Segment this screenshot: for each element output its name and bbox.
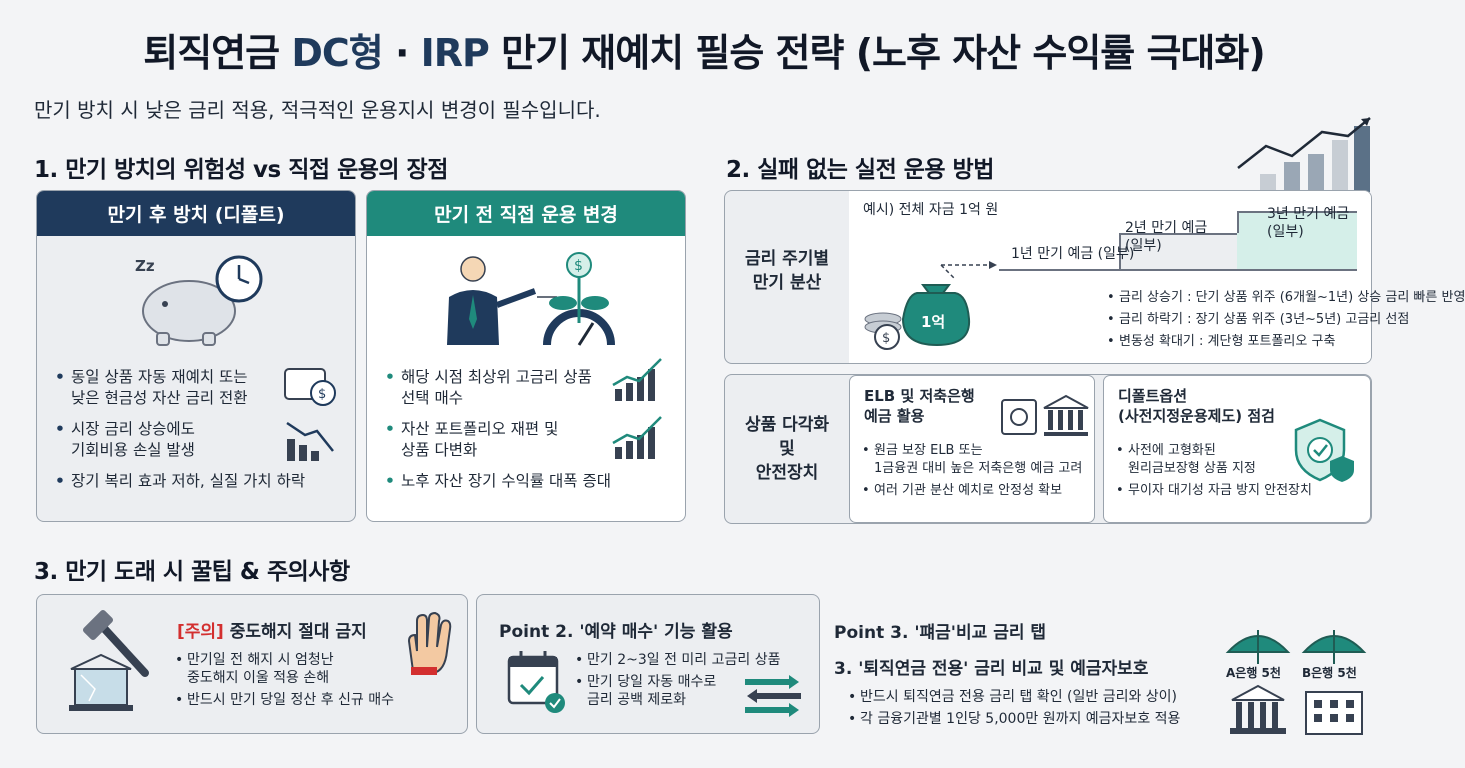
step-divider <box>1119 233 1121 269</box>
point3-bullets: 반드시 퇴직연금 전용 금리 탭 확인 (일반 금리와 상이) 각 금융기관별 … <box>848 688 1228 732</box>
default-card-header: 만기 후 방치 (디폴트) <box>37 191 355 236</box>
elb-bullets: 원금 보장 ELB 또는 1금융권 대비 높은 저축은행 예금 고려 여러 기관… <box>862 442 1094 504</box>
list-item: 원금 보장 ELB 또는 1금융권 대비 높은 저축은행 예금 고려 <box>862 442 1094 478</box>
elb-title: ELB 및 저축은행 예금 활용 <box>864 387 975 425</box>
bag-label: 1억 <box>921 313 945 331</box>
subtitle: 만기 방치 시 낮은 금리 적용, 적극적인 운용지시 변경이 필수입니다. <box>34 98 601 122</box>
active-bullets: 해당 시점 최상위 고금리 상품 선택 매수 자산 포트폴리오 재편 및 상품 … <box>385 367 615 502</box>
list-item: 노후 자산 장기 수익률 대폭 증대 <box>385 471 675 492</box>
page-title: 퇴직연금 DC형 · IRP 만기 재예치 필승 전략 (노후 자산 수익률 극… <box>0 22 1408 77</box>
sleep-zz: Zz <box>135 257 155 275</box>
swap-arrows-icon <box>745 675 801 717</box>
default-bullets: 동일 상품 자동 재예치 또는 낮은 현금성 자산 금리 전환 시장 금리 상승… <box>55 367 305 502</box>
title-post: 만기 재예치 필승 전략 (노후 자산 수익률 극대화) <box>488 31 1266 75</box>
growth-bars-icon <box>612 416 662 459</box>
active-card-header: 만기 전 직접 운용 변경 <box>367 191 685 236</box>
diversify-card: 상품 다각화 및 안전장치 ELB 및 저축은행 예금 활용 원금 보장 ELB… <box>724 374 1372 524</box>
list-item: 각 금융기관별 1인당 5,000만 원까지 예금자보호 적용 <box>848 710 1228 728</box>
wallet-coin-icon: $ <box>284 368 336 406</box>
title-irp: IRP <box>420 31 490 75</box>
list-item: 장기 복리 효과 저하, 실질 가치 하락 <box>55 471 345 492</box>
step-top <box>1119 233 1237 235</box>
active-card: 만기 전 직접 운용 변경 $ 해당 시점 최상위 고금리 상품 선택 매수 자… <box>366 190 686 522</box>
list-item: 자산 포트폴리오 재편 및 상품 다변화 <box>385 419 615 461</box>
section-2-heading: 2. 실패 없는 실전 운용 방법 <box>726 157 994 183</box>
title-dot: · <box>382 31 421 75</box>
list-item: 해당 시점 최상위 고금리 상품 선택 매수 <box>385 367 615 409</box>
plant-dollar: $ <box>574 258 583 274</box>
step2-bar <box>1119 233 1239 269</box>
hammer-bank-icon <box>69 609 149 711</box>
elb-card: ELB 및 저축은행 예금 활용 원금 보장 ELB 또는 1금융권 대비 높은… <box>849 375 1095 523</box>
warning-title: [주의] 중도해지 절대 금지 <box>177 617 367 642</box>
list-item: 반드시 만기 당일 정산 후 신규 매수 <box>175 691 415 709</box>
title-dc: DC형 <box>291 31 383 75</box>
insured-banks-icon <box>1225 630 1367 735</box>
diversify-label: 상품 다각화 및 안전장치 <box>744 415 830 483</box>
default-option-bullets: 사전에 고형화된 원리금보장형 상품 지정 무이자 대기성 자금 방지 안전장치 <box>1116 442 1316 504</box>
ladder-panel: 예시) 전체 자금 1억 원 1년 만기 예금 (일부) 2년 만기 예금 (일… <box>849 191 1465 363</box>
ladder-baseline <box>999 269 1357 271</box>
step2-label: 2년 만기 예금 (일부) <box>1125 220 1208 254</box>
point3-subtitle: 3. '퇴직연금 전용' 금리 비교 및 예금자보호 <box>834 659 1149 679</box>
section-3-heading: 3. 만기 도래 시 꿀팁 & 주의사항 <box>34 559 350 585</box>
calendar-check-icon <box>507 651 565 713</box>
declining-chart-icon <box>286 421 334 461</box>
coin-dollar: $ <box>882 331 890 346</box>
list-item: 시장 금리 상승에도 기회비용 손실 발생 <box>55 419 285 461</box>
warning-title-text: 중도해지 절대 금지 <box>223 622 367 642</box>
investor-plant-gauge-icon: $ <box>447 252 615 346</box>
list-item: 변동성 확대기 : 계단형 포트폴리오 구축 <box>1107 333 1369 351</box>
stop-hand-icon <box>407 611 452 675</box>
step-top <box>1237 211 1357 213</box>
ladder-label: 금리 주기별 만기 분산 <box>744 249 830 293</box>
default-option-title: 디폴트옵션 (사전지정운용제도) 점검 <box>1118 387 1275 425</box>
list-item: 반드시 퇴직연금 전용 금리 탭 확인 (일반 금리와 상이) <box>848 688 1228 706</box>
warning-tag: [주의] <box>177 622 224 642</box>
ladder-bullets: 금리 상승기 : 단기 상품 위주 (6개월~1년) 상승 금리 빠른 반영 금… <box>1107 289 1465 355</box>
section-1-heading: 1. 만기 방치의 위험성 vs 직접 운용의 장점 <box>34 157 448 183</box>
default-card: 만기 후 방치 (디폴트) Zz 동일 상품 자동 재예치 또는 낮은 현금성 … <box>36 190 356 522</box>
reservation-bullets: 만기 2~3일 전 미리 고금리 상품 만기 당일 자동 매수로 금리 공백 제… <box>575 651 795 713</box>
step3-bar <box>1237 211 1357 269</box>
money-bag-icon: 1억 $ <box>864 261 997 350</box>
reservation-title: Point 2. '예약 매수' 기능 활용 <box>499 622 733 642</box>
growth-chart-icon <box>1237 117 1371 192</box>
list-item: 동일 상품 자동 재예치 또는 낮은 현금성 자산 금리 전환 <box>55 367 285 409</box>
step-divider <box>1237 211 1239 233</box>
list-item: 무이자 대기성 자금 방지 안전장치 <box>1116 482 1316 500</box>
list-item: 여러 기관 분산 예치로 안정성 확보 <box>862 482 1094 500</box>
svg-text:$: $ <box>318 387 326 402</box>
list-item: 금리 상승기 : 단기 상품 위주 (6개월~1년) 상승 금리 빠른 반영 <box>1107 289 1465 307</box>
list-item: 금리 하락기 : 장기 상품 위주 (3년~5년) 고금리 선점 <box>1107 311 1409 329</box>
list-item: 사전에 고형화된 원리금보장형 상품 지정 <box>1116 442 1316 478</box>
growth-bars-icon <box>612 358 662 401</box>
list-item: 만기 2~3일 전 미리 고금리 상품 <box>575 651 795 669</box>
list-item: 만기일 전 해지 시 엄청난 중도해지 이울 적용 손해 <box>175 651 415 687</box>
title-part: 퇴직연금 <box>143 31 292 75</box>
list-item: 만기 당일 자동 매수로 금리 공백 제로화 <box>575 673 795 709</box>
step3-label: 3년 만기 예금 (일부) <box>1267 206 1350 240</box>
safe-bank-icon <box>1001 394 1089 436</box>
ladder-card: 금리 주기별 만기 분산 예시) 전체 자금 1억 원 1년 만기 예금 (일부… <box>724 190 1465 364</box>
warning-bullets: 만기일 전 해지 시 엄청난 중도해지 이울 적용 손해 반드시 만기 당일 정… <box>175 651 415 713</box>
ladder-example: 예시) 전체 자금 1억 원 <box>863 202 999 218</box>
reservation-card: Point 2. '예약 매수' 기능 활용 만기 2~3일 전 미리 고금리 … <box>476 594 820 734</box>
piggy-bank-clock-icon: Zz <box>135 255 263 346</box>
step1-label: 1년 만기 예금 (일부) <box>1011 246 1135 262</box>
point3-title: Point 3. '퍠금'비교 금리 탭 <box>834 623 1047 643</box>
warning-card: [주의] 중도해지 절대 금지 만기일 전 해지 시 엄청난 중도해지 이울 적… <box>36 594 468 734</box>
default-option-card: 디폴트옵션 (사전지정운용제도) 점검 사전에 고형화된 원리금보장형 상품 지… <box>1103 375 1371 523</box>
bank-a-label: A은행 5천 <box>1226 666 1281 680</box>
bank-b-label: B은행 5천 <box>1302 666 1357 680</box>
